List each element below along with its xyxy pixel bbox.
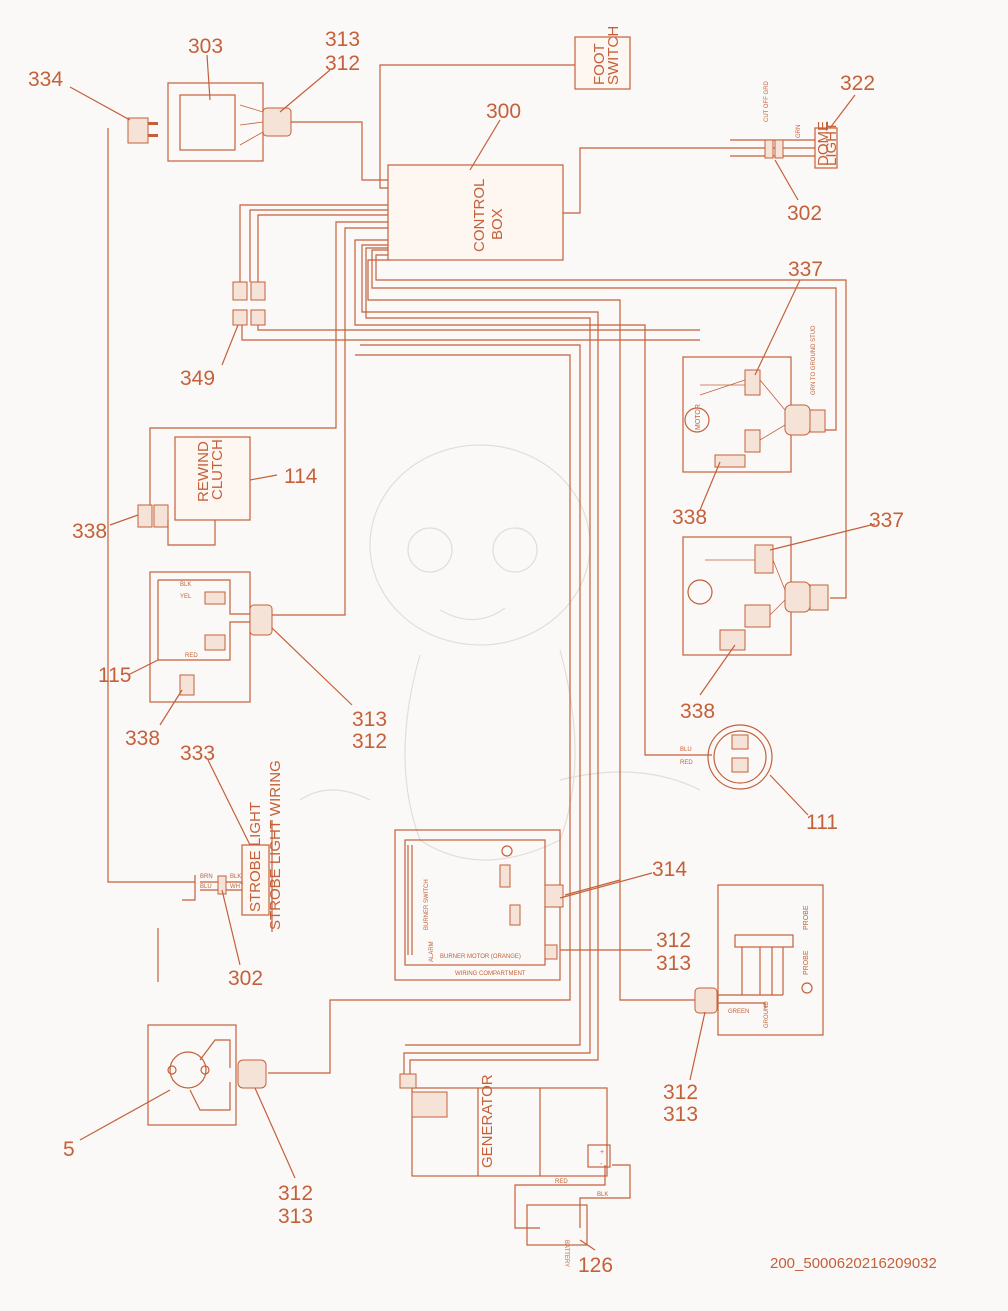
alarm-label: ALARM xyxy=(429,941,435,962)
probe-assembly: PROBE PROBE GREEN GROUND xyxy=(694,884,824,1036)
callout-114: 114 xyxy=(284,465,318,488)
probe-label: PROBE xyxy=(803,950,810,975)
callout-302-bot: 302 xyxy=(228,967,263,990)
callout-300: 300 xyxy=(486,100,521,123)
dome-light: DOME LIGHT CUT OFF GRD GRN xyxy=(730,80,840,169)
callout-numbers: 334 303 313 312 300 322 302 349 337 338 … xyxy=(28,28,904,1277)
strobe-blk-label: BLK xyxy=(230,874,241,880)
callout-333: 333 xyxy=(180,742,215,765)
dome-light-label-2: LIGHT xyxy=(823,122,840,166)
callout-313-top: 313 xyxy=(325,28,360,51)
c115-red-label: RED xyxy=(185,653,198,659)
burner-motor-label: BURNER MOTOR (ORANGE) xyxy=(440,954,521,960)
callout-338-c: 338 xyxy=(125,727,160,750)
dome-grn-label: GRN xyxy=(796,125,802,138)
callout-313-r: 313 xyxy=(656,952,691,975)
wiring-compartment: BURNER SWITCH ALARM BURNER MOTOR (ORANGE… xyxy=(394,829,564,981)
motor-upper-m: MOTOR xyxy=(695,404,702,430)
relay-303 xyxy=(167,82,292,162)
strobe-wiring-title: STROBE LIGHT WIRING xyxy=(267,760,284,930)
motor-assembly-upper: MOTOR GRN TO GROUND STUD xyxy=(682,325,826,473)
callout-337-a: 337 xyxy=(788,258,823,281)
callout-313-probe: 313 xyxy=(663,1103,698,1126)
battery-label: BATTERY xyxy=(563,1240,569,1267)
gauge-red-label: RED xyxy=(680,760,693,766)
callout-312-bot: 312 xyxy=(278,1182,313,1205)
callout-5: 5 xyxy=(63,1138,75,1161)
foot-switch-label-2: SWITCH xyxy=(605,26,622,85)
callout-126: 126 xyxy=(578,1254,613,1277)
callout-312-probe: 312 xyxy=(663,1081,698,1104)
rewind-clutch-label-1: REWIND xyxy=(195,441,212,502)
generator-label: GENERATOR xyxy=(479,1074,496,1168)
callout-111: 111 xyxy=(806,811,838,834)
callout-314: 314 xyxy=(652,858,687,881)
callout-313-bot: 313 xyxy=(278,1205,313,1228)
control-box-label-1: CONTROL xyxy=(471,179,488,252)
rewind-clutch-label-2: CLUTCH xyxy=(209,439,226,500)
callout-312-r: 312 xyxy=(656,929,691,952)
battery-red-label: RED xyxy=(555,1179,568,1185)
foot-switch-box: FOOT SWITCH xyxy=(574,26,631,90)
callout-338-b: 338 xyxy=(680,700,715,723)
battery-126: BATTERY RED BLK xyxy=(526,1179,608,1267)
plug-334 xyxy=(127,117,158,144)
control-box: CONTROL BOX xyxy=(387,164,564,261)
control-box-label-2: BOX xyxy=(489,208,506,240)
burner-switch-label: BURNER SWITCH xyxy=(424,879,430,930)
foot-switch-label-1: FOOT xyxy=(591,43,608,85)
gauge-111: BLU RED xyxy=(680,724,773,790)
motor-assembly-lower xyxy=(682,536,829,656)
strobe-light-label: STROBE LIGHT xyxy=(247,802,264,912)
wiring-compartment-label: WIRING COMPARTMENT xyxy=(455,971,526,977)
callout-322: 322 xyxy=(840,72,875,95)
dome-light-label-1: DOME xyxy=(815,121,832,166)
gen-plus: + xyxy=(600,1149,604,1156)
wiring-harness xyxy=(107,64,847,1229)
component-115: BLK YEL RED xyxy=(149,571,273,703)
callout-303: 303 xyxy=(188,35,223,58)
motor-upper-grn-stud: GRN TO GROUND STUD xyxy=(811,325,817,395)
gen-minus: - xyxy=(600,1161,603,1168)
callout-338-left: 338 xyxy=(72,520,107,543)
callout-313-mid: 313 xyxy=(352,708,387,731)
callout-302-top: 302 xyxy=(787,202,822,225)
callout-312-mid: 312 xyxy=(352,730,387,753)
gauge-blu-label: BLU xyxy=(680,747,692,753)
c115-blk-label: BLK xyxy=(180,582,191,588)
callout-349: 349 xyxy=(180,367,215,390)
probe-green-label: GREEN xyxy=(728,1009,749,1015)
watermark-illustration xyxy=(299,444,701,861)
strobe-wht-label: WHT xyxy=(230,884,244,890)
document-id: 200_5000620216209032 xyxy=(770,1255,937,1272)
generator: GENERATOR + - xyxy=(399,1073,611,1177)
callout-312-top: 312 xyxy=(325,52,360,75)
callout-337-b: 337 xyxy=(869,509,904,532)
callout-leaders xyxy=(69,54,876,1251)
strobe-blu-label: BLU xyxy=(200,884,212,890)
callout-338-a: 338 xyxy=(672,506,707,529)
component-5 xyxy=(147,1024,267,1126)
callout-334: 334 xyxy=(28,68,63,91)
probe-ground-label: GROUND xyxy=(764,1001,770,1028)
callout-115: 115 xyxy=(98,664,131,687)
strobe-light: STROBE LIGHT STROBE LIGHT WIRING BRN BLU… xyxy=(157,760,284,982)
probe-box-label: PROBE xyxy=(803,905,810,930)
cut-off-grd-label: CUT OFF GRD xyxy=(764,80,770,122)
connectors-349 xyxy=(232,281,266,326)
rewind-clutch: REWIND CLUTCH xyxy=(137,436,251,546)
battery-blk-label: BLK xyxy=(597,1192,608,1198)
c115-yel-label: YEL xyxy=(180,594,192,600)
strobe-brn-label: BRN xyxy=(200,874,213,880)
